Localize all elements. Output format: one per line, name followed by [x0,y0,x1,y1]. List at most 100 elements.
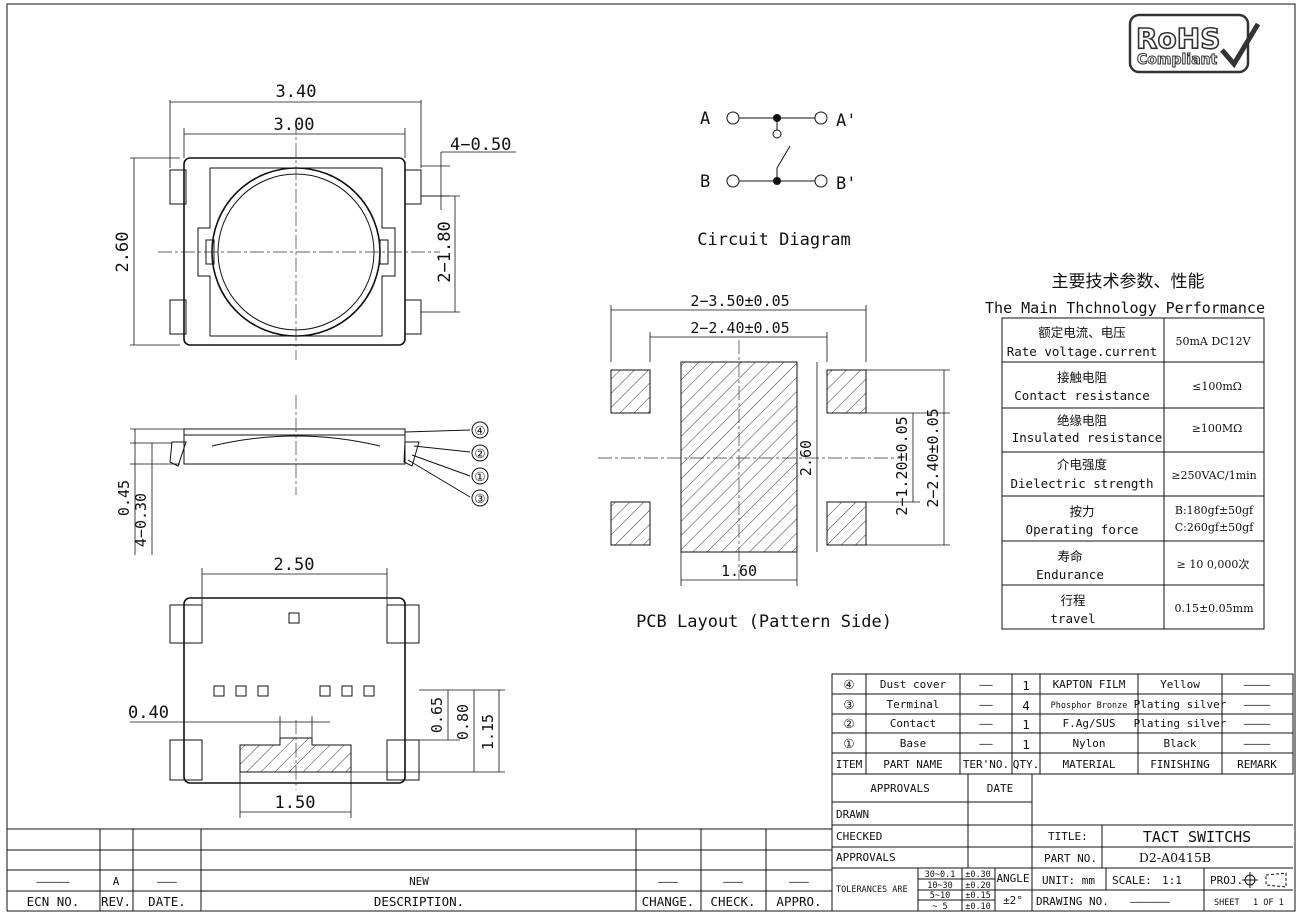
spec-row-en: Operating force [1026,522,1139,537]
callout-1: ① [474,469,485,484]
sheet-border [6,3,1296,912]
spec-row-value: 0.15±0.05mm [1174,602,1254,615]
bom-finish: Plating silver [1134,698,1227,711]
bom-material: Nylon [1072,737,1105,750]
dim-bottom-h3: 1.15 [479,714,497,750]
dim-side-lead: 4−0.30 [132,493,150,547]
spec-table: 主要技术参数、性能 The Main Thchnology Performanc… [985,272,1265,630]
rev-header-description: DESCRIPTION. [374,894,464,909]
bom-item: ① [843,736,854,751]
bom-qty: 4 [1022,698,1030,713]
spec-row-en: Dielectric strength [1011,476,1154,491]
bom-remark: ———— [1244,698,1271,711]
spec-row-cn: 接触电阻 [1057,370,1108,385]
bom-header-qty: QTY. [1013,758,1040,771]
angle-value: ±2° [1003,894,1023,907]
callout-4: ④ [474,423,485,438]
spec-row-cn: 寿命 [1057,549,1083,564]
dim-bottom-h2: 0.80 [454,704,472,740]
approvals-label: APPROVALS [836,851,896,864]
bom-item: ④ [843,677,854,692]
rev-row-description: NEW [409,875,429,888]
checked-label: CHECKED [836,830,882,843]
dim-bottom-gap: 0.40 [128,703,169,723]
circuit-label-b: B [700,172,710,192]
spec-row-value: ≥100MΩ [1192,422,1243,435]
dim-pcb-height: 2.60 [797,440,815,476]
scale-label: SCALE: [1112,874,1152,887]
bom-finish: Yellow [1160,678,1200,691]
tolerance-range: 10~30 [927,881,953,891]
dim-lead-width: 4−0.50 [450,135,511,155]
bom-ter: —— [979,717,993,730]
spec-row-en: Endurance [1036,567,1104,582]
rev-header-rev: REV. [101,894,131,909]
approvals-header: APPROVALS [870,782,930,795]
dim-bottom-h1: 0.65 [428,697,446,733]
spec-row-en: travel [1050,611,1095,626]
rev-header-check: CHECK. [710,894,755,909]
bom-qty: 1 [1022,737,1030,752]
circuit-caption: Circuit Diagram [697,230,851,250]
spec-title-en: The Main Thchnology Performance [985,299,1265,317]
bom-ter: —— [979,698,993,711]
bom-part-name: Terminal [887,698,940,711]
bottom-view: 2.50 0.40 1.50 0.65 0.80 1.15 [128,555,505,818]
spec-row-en: Insulated resistance [1012,430,1163,445]
spec-row-value: ≥250VAC/1min [1171,469,1257,482]
callout-3: ③ [474,491,485,506]
bom-header-finishing: FINISHING [1150,758,1210,771]
drawing-no-label: DRAWING NO. [1036,895,1109,908]
rev-row-date: ——— [157,875,177,888]
part-no-value: D2-A0415B [1139,850,1211,865]
spec-row-value: ≤100mΩ [1192,380,1242,393]
side-view: 0.45 4−0.30 ④ ② ① ③ [115,395,489,555]
rev-header-appro: APPRO. [776,894,821,909]
top-view: 3.40 3.00 2.60 4−0.50 2−1.80 [113,82,516,360]
rev-header-ecn: ECN NO. [27,894,80,909]
rev-row-rev: A [113,875,120,888]
spec-row-value-2: C:260gf±50gf [1175,521,1254,534]
rohs-logo: RoHS Compliant [1128,13,1261,74]
rev-row-ecn: ————— [36,875,69,888]
dim-pcb-pitch-1: 2−1.20±0.05 [893,416,911,515]
callout-2: ② [474,446,485,461]
title-block: APPROVALS DATE DRAWN CHECKED APPROVALS T… [831,774,1293,912]
pcb-caption: PCB Layout (Pattern Side) [636,612,892,632]
spec-row-en: Contact resistance [1014,388,1149,403]
drawn-label: DRAWN [836,808,869,821]
unit-label: UNIT: mm [1042,874,1095,887]
bom-material: F.Ag/SUS [1063,717,1116,730]
dim-pcb-width: 1.60 [721,562,757,580]
rev-header-change: CHANGE. [642,894,695,909]
bom-header-remark: REMARK [1237,758,1277,771]
bom-item: ③ [843,697,854,712]
bom-finish: Plating silver [1134,717,1227,730]
tolerance-range: 5~10 [930,891,950,901]
dim-pcb-outer: 2−3.50±0.05 [690,292,789,310]
projection-label: PROJ. [1210,874,1243,887]
spec-row-cn: 介电强度 [1057,457,1108,472]
angle-label: ANGLE [996,872,1029,885]
title-value: TACT SWITCHS [1143,828,1251,846]
checkmark-icon [1220,22,1261,69]
circuit-diagram: A A' B B' Circuit Diagram [697,109,856,250]
dim-side-height: 0.45 [115,480,133,516]
bom-header-part-name: PART NAME [883,758,943,771]
spec-row-en: Rate voltage.current [1007,344,1158,359]
tolerance-value: ±0.10 [965,902,991,912]
dim-top-height: 2.60 [113,232,133,273]
bom-material: Phosphor Bronze [1051,701,1128,711]
dim-bottom-width: 2.50 [274,555,315,575]
spec-row-value: ≥ 10 0,000次 [1177,557,1250,571]
bom-remark: ———— [1244,737,1271,750]
dim-bottom-pad-width: 1.50 [275,793,316,813]
circuit-label-b-prime: B' [836,174,856,194]
rohs-text: RoHS [1136,22,1220,55]
bom-part-name: Base [900,737,927,750]
tolerance-value: ±0.15 [965,891,991,901]
circuit-label-a: A [700,109,710,129]
spec-row-cn: 绝缘电阻 [1057,413,1108,428]
